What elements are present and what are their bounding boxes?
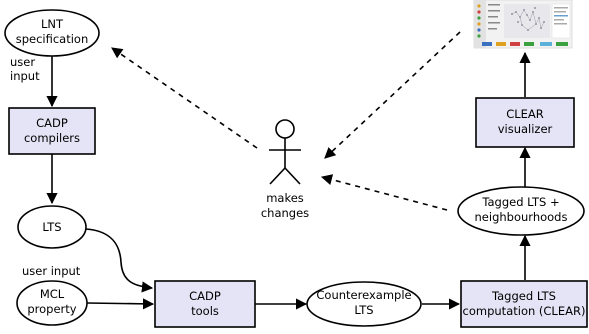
node-mcl-property-line1: MCL xyxy=(40,287,65,301)
node-cadp-tools-line2: tools xyxy=(191,304,219,318)
node-cadp-compilers-line1: CADP xyxy=(36,116,68,130)
node-lnt-specification-line2: specification xyxy=(16,32,89,46)
node-clear-visualizer-line2: visualizer xyxy=(498,122,553,136)
node-cadp-compilers-line2: compilers xyxy=(24,131,80,145)
node-cadp-compilers: CADP compilers xyxy=(8,107,96,155)
label-user-input-bottom: user input xyxy=(22,264,81,278)
node-tagged-lts-computation-line1: Tagged LTS xyxy=(491,289,556,303)
dashed-arrow-from-screenshot xyxy=(324,31,461,159)
node-mcl-property: MCL property xyxy=(16,280,88,326)
node-clear-visualizer: CLEAR visualizer xyxy=(475,97,575,148)
node-lts: LTS xyxy=(17,205,87,249)
arrow-mcl-to-cadp-tools xyxy=(86,298,155,310)
label-user-input-top-line1: user xyxy=(10,55,35,69)
node-cadp-tools: CADP tools xyxy=(154,280,256,328)
node-tagged-lts-neighbourhoods-line1: Tagged LTS + xyxy=(481,195,559,209)
node-cadp-tools-line1: CADP xyxy=(189,289,221,303)
label-user-input-top-line2: input xyxy=(10,69,40,83)
node-tagged-lts-neighbourhoods: Tagged LTS + neighbourhoods xyxy=(457,186,585,236)
node-counterexample-lts-line1: Counterexample xyxy=(316,288,411,302)
dashed-arrows xyxy=(111,31,461,211)
actor-label-line1: makes xyxy=(266,191,304,205)
node-counterexample-lts: Counterexample LTS xyxy=(306,281,422,327)
node-lts-line1: LTS xyxy=(42,220,61,234)
node-lnt-specification: LNT specification xyxy=(4,9,100,57)
node-counterexample-lts-line2: LTS xyxy=(354,303,373,317)
node-tagged-lts-computation-line2: computation (CLEAR) xyxy=(463,304,586,318)
dashed-arrow-to-spec xyxy=(111,47,258,149)
actor-label-line2: changes xyxy=(261,206,309,220)
node-clear-visualizer-line1: CLEAR xyxy=(506,107,544,121)
node-tagged-lts-computation: Tagged LTS computation (CLEAR) xyxy=(460,280,588,328)
arrow-lts-to-cadp-tools xyxy=(85,228,154,293)
dashed-arrow-from-neighbourhoods xyxy=(320,174,448,211)
visualizer-screenshot-thumbnail xyxy=(473,0,573,49)
node-tagged-lts-neighbourhoods-line2: neighbourhoods xyxy=(475,210,568,224)
node-lnt-specification-line1: LNT xyxy=(41,17,64,31)
node-mcl-property-line2: property xyxy=(27,302,76,316)
solid-arrows xyxy=(46,51,531,310)
user-actor-figure xyxy=(269,119,301,185)
